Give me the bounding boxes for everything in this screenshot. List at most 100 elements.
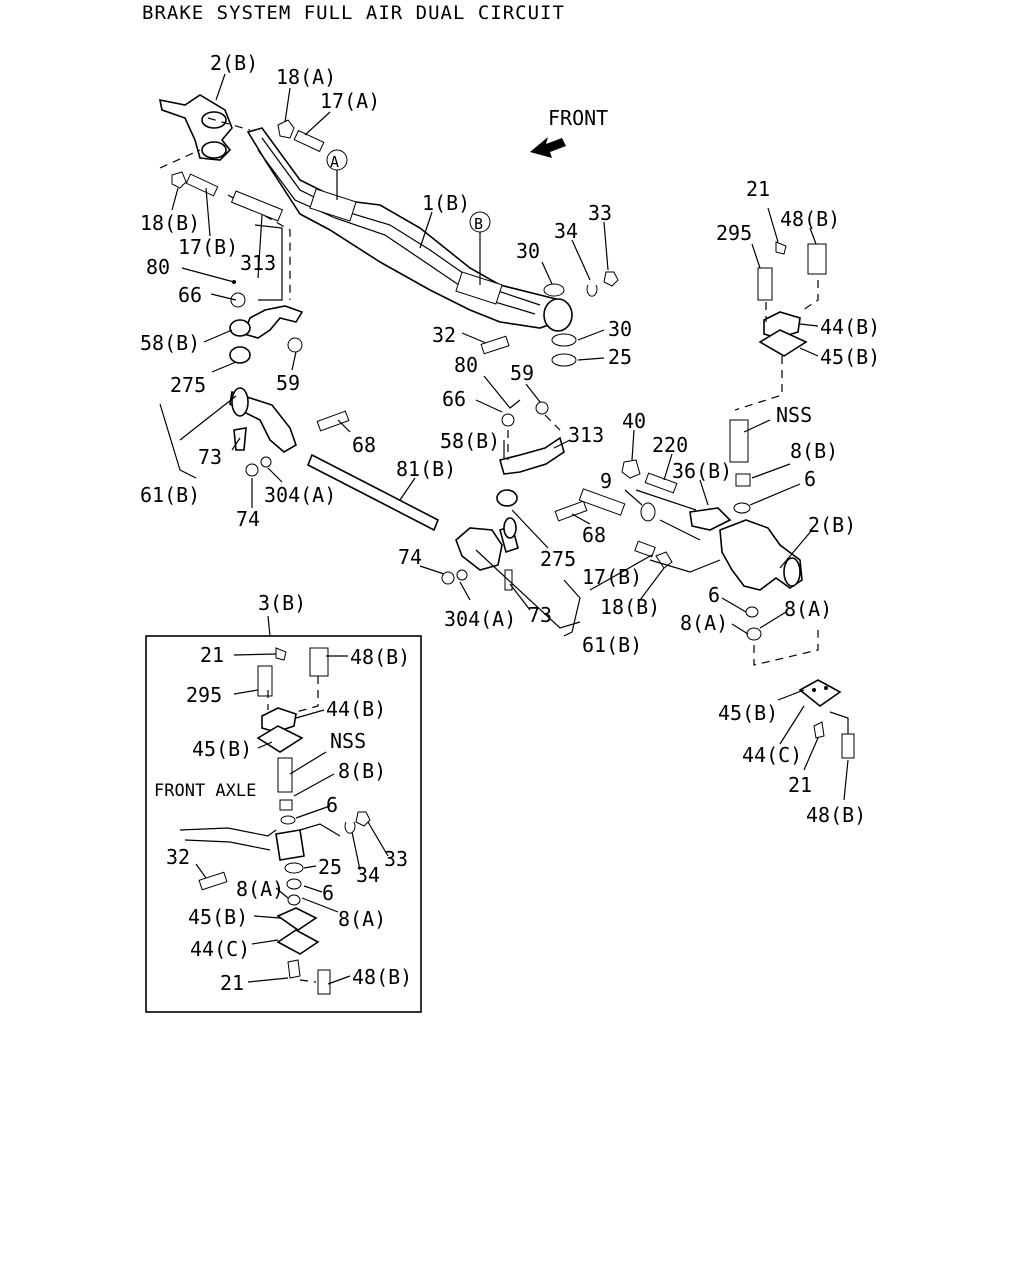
label-8a-inset: 8(A) [236,877,284,901]
right-knuckle [578,459,803,591]
tie-rod-end-middle [441,517,519,591]
label-nss-right: NSS [776,403,812,427]
label-6-right: 6 [804,467,816,491]
leader-lines [159,73,849,985]
label-61b-left: 61(B) [140,483,200,507]
label-25-inset: 25 [318,855,342,879]
label-8b-right: 8(B) [790,439,838,463]
label-6-inset2: 6 [322,881,334,905]
label-40: 40 [622,409,646,433]
label-73-mid: 73 [528,603,552,627]
label-313-left: 313 [240,251,276,275]
callout-b: B [469,211,491,285]
label-295-inset: 295 [186,683,222,707]
king-pin-upper [277,119,325,153]
callout-a: A [326,149,348,200]
label-8a-right2: 8(A) [680,611,728,635]
tie-rod [306,453,440,532]
label-80-left: 80 [146,255,170,279]
label-8b-inset: 8(B) [338,759,386,783]
label-33-top: 33 [588,201,612,225]
label-8a-right: 8(A) [784,597,832,621]
left-knuckle [158,94,233,161]
label-61b-mid: 61(B) [582,633,642,657]
label-18b-left: 18(B) [140,211,200,235]
label-66-mid: 66 [442,387,466,411]
label-80-mid: 80 [454,353,478,377]
label-73-left: 73 [198,445,222,469]
label-220: 220 [652,433,688,457]
label-34-inset: 34 [356,863,380,887]
label-1b: 1(B) [422,191,470,215]
steering-arm-left [229,280,304,364]
label-81b: 81(B) [396,457,456,481]
label-9: 9 [600,469,612,493]
page-title: BRAKE SYSTEM FULL AIR DUAL CIRCUIT [142,2,565,24]
label-295-right: 295 [716,221,752,245]
label-304a-mid: 304(A) [444,607,516,631]
label-21-right: 21 [746,177,770,201]
label-45b-inset2: 45(B) [188,905,248,929]
label-30-mid: 30 [608,317,632,341]
label-21-inset2: 21 [220,971,244,995]
king-pin-lower-left [171,171,284,222]
label-74-mid: 74 [398,545,422,569]
label-21-right2: 21 [788,773,812,797]
inset-box [145,635,422,1013]
label-48b-right2: 48(B) [806,803,866,827]
label-17a: 17(A) [320,89,380,113]
label-74-left: 74 [236,507,260,531]
label-44b-right: 44(B) [820,315,880,339]
label-45b-right2: 45(B) [718,701,778,725]
label-6-right2: 6 [708,583,720,607]
label-25-mid: 25 [608,345,632,369]
label-18b-mid: 18(B) [600,595,660,619]
label-304a-left: 304(A) [264,483,336,507]
label-2b-top: 2(B) [210,51,258,75]
label-48b-right: 48(B) [780,207,840,231]
label-66-left: 66 [178,283,202,307]
right-upper-kingpin-set [729,241,827,514]
label-8a-inset2: 8(A) [338,907,386,931]
shackle-parts [480,271,619,367]
label-275-mid: 275 [540,547,576,571]
right-lower-kingpin-set [745,606,855,759]
label-34-top: 34 [554,219,578,243]
label-17b-left: 17(B) [178,235,238,259]
label-45b-right: 45(B) [820,345,880,369]
part-labels: 2(B) 18(A) 17(A) 18(B) 17(B) 80 313 66 5… [140,51,880,995]
label-nss-inset: NSS [330,729,366,753]
label-48b-inset: 48(B) [350,645,410,669]
label-59-left: 59 [276,371,300,395]
label-18a: 18(A) [276,65,336,89]
label-2b-right: 2(B) [808,513,856,537]
label-3b: 3(B) [258,591,306,615]
label-68-left: 68 [352,433,376,457]
label-17b-mid: 17(B) [582,565,642,589]
svg-text:B: B [474,215,483,233]
label-6-inset: 6 [326,793,338,817]
label-36b: 36(B) [672,459,732,483]
front-arrow-label: FRONT [548,106,608,130]
label-44c-inset: 44(C) [190,937,250,961]
label-44b-inset: 44(B) [326,697,386,721]
axle-beam [246,127,573,332]
label-58b-mid: 58(B) [440,429,500,453]
label-21-inset: 21 [200,643,224,667]
label-32-inset: 32 [166,845,190,869]
label-front-axle: FRONT AXLE [154,781,256,801]
label-44c-right: 44(C) [742,743,802,767]
label-32-mid: 32 [432,323,456,347]
label-48b-inset2: 48(B) [352,965,412,989]
front-arrow: FRONT [530,106,608,158]
label-45b-inset: 45(B) [192,737,252,761]
label-58b-left: 58(B) [140,331,200,355]
label-313-mid: 313 [568,423,604,447]
svg-text:A: A [330,153,339,171]
label-68-mid: 68 [582,523,606,547]
label-33-inset: 33 [384,847,408,871]
steering-arm-middle [496,401,588,522]
label-275-left: 275 [170,373,206,397]
label-30-top: 30 [516,239,540,263]
